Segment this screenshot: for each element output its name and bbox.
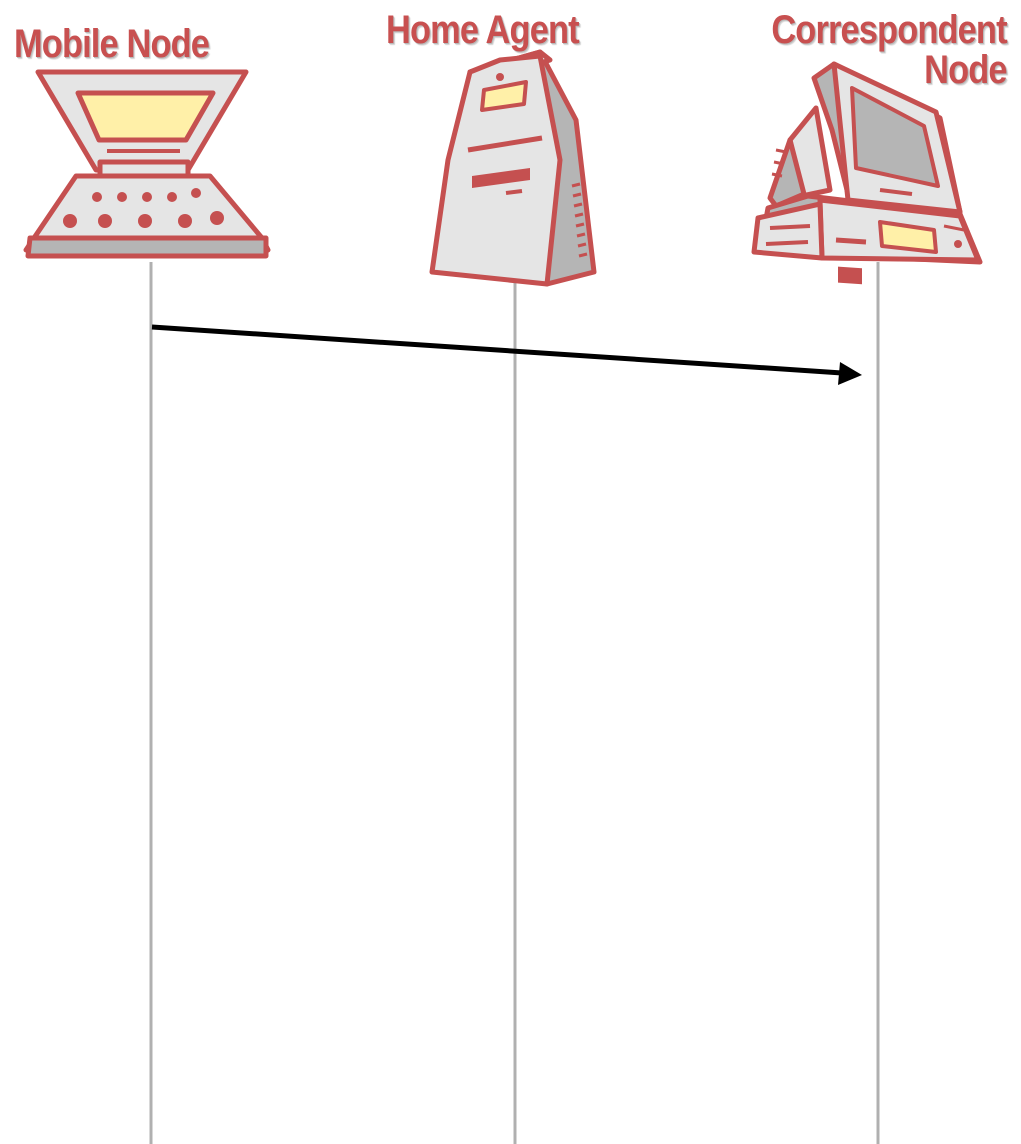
server-tower-icon	[429, 49, 597, 287]
home-agent-label: Home Agent	[386, 8, 580, 52]
mobile-node-label: Mobile Node	[14, 22, 210, 66]
correspondent-label-line2: Node	[924, 48, 1007, 92]
desktop-computer-icon	[751, 61, 983, 285]
correspondent-node-label: Correspondent Node	[771, 8, 1008, 92]
correspondent-label-line1: Correspondent	[771, 8, 1008, 52]
message-arrow-mobile-to-correspondent	[151, 324, 862, 385]
laptop-icon	[23, 69, 271, 259]
